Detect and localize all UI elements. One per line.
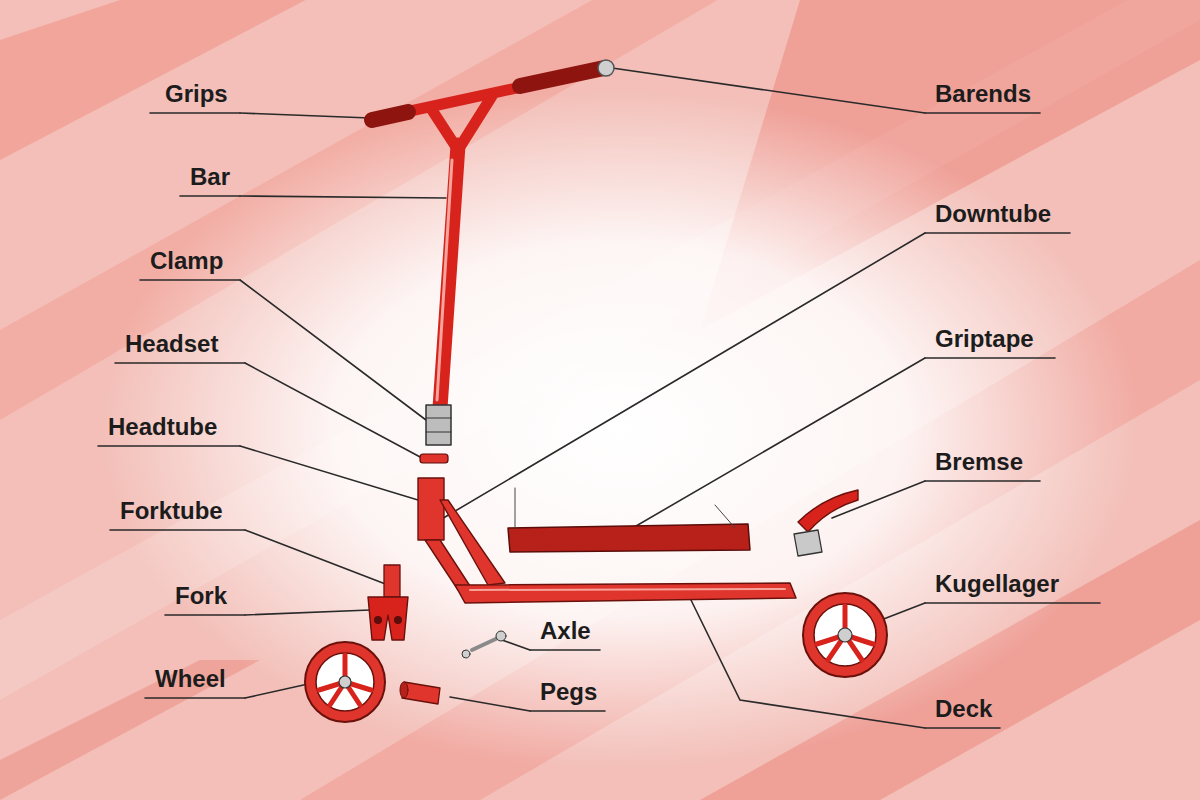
part-label: Headtube	[108, 413, 217, 441]
scooter	[305, 60, 887, 722]
part-label: Forktube	[120, 497, 223, 525]
part-label: Downtube	[935, 200, 1051, 228]
part-label: Wheel	[155, 665, 226, 693]
part-label: Deck	[935, 695, 992, 723]
leader-lines	[98, 68, 1100, 728]
part-label: Headset	[125, 330, 218, 358]
part-label: Bar	[190, 163, 230, 191]
part-label: Bremse	[935, 448, 1023, 476]
part-label: Pegs	[540, 678, 597, 706]
part-label: Fork	[175, 582, 227, 610]
part-label: Barends	[935, 80, 1031, 108]
part-label: Clamp	[150, 247, 223, 275]
part-label: Grips	[165, 80, 228, 108]
part-label: Axle	[540, 617, 591, 645]
part-label: Kugellager	[935, 570, 1059, 598]
part-label: Griptape	[935, 325, 1034, 353]
